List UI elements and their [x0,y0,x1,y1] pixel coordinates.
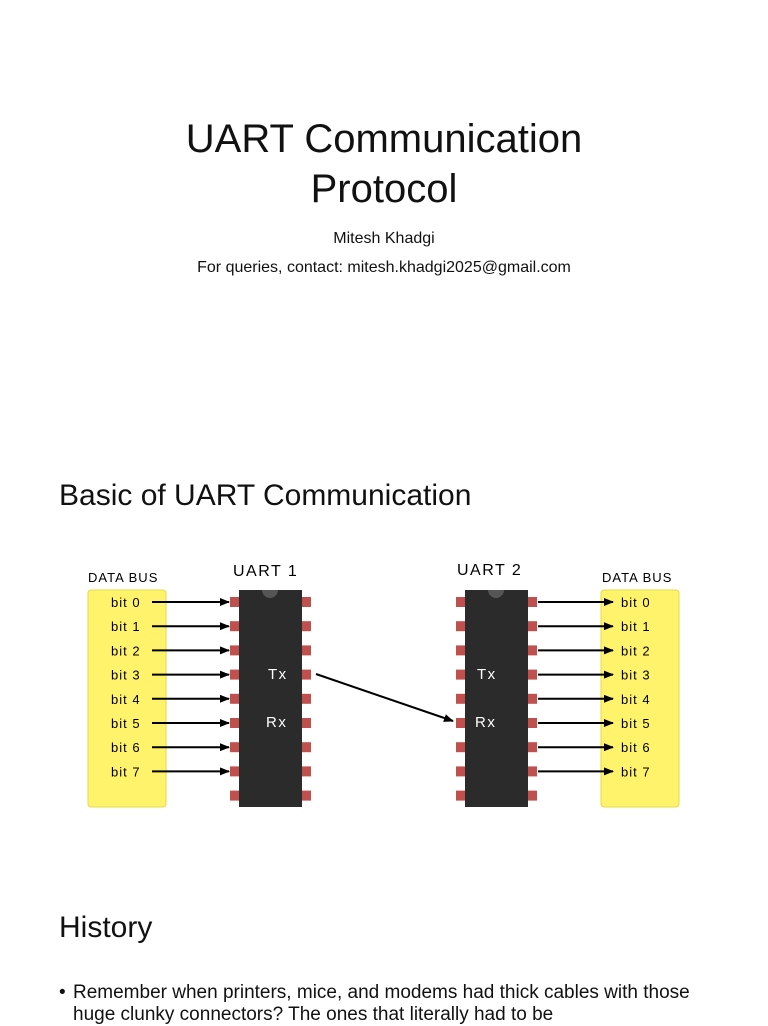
chip-pin [456,718,465,728]
left-bit-label: bit 3 [111,668,141,683]
left-bit-label: bit 6 [111,740,141,755]
tx-to-rx-arrow [315,673,454,722]
chip-pin [528,621,537,632]
chip-pin [302,718,311,728]
left-bit-label: bit 5 [111,716,141,731]
title-line-2: Protocol [310,167,458,211]
chip-pin [230,742,239,753]
chip-pin [456,693,465,704]
uart2-chip [456,590,537,807]
right-bit-label: bit 2 [621,643,651,658]
chip-pin [230,597,239,607]
chip-pin [528,790,537,801]
uart1-rx-label: Rx [266,714,287,731]
chip-pin [302,597,311,607]
uart-diagram: DATA BUS DATA BUS UART 1 UART 2 Tx Rx Tx… [87,562,680,808]
page-title: UART Communication Protocol [0,114,768,214]
chip-pin [528,669,537,680]
chip-pin [528,766,537,777]
chip-pin [456,790,465,801]
left-bit-label: bit 7 [111,764,141,779]
chip-pin [230,790,239,801]
title-line-1: UART Communication [185,117,583,161]
contact-line: For queries, contact: mitesh.khadgi2025@… [197,259,571,276]
chip-pin [302,645,311,656]
history-slide: History • Remember when printers, mice, … [0,864,768,1026]
uart2-label: UART 2 [457,562,522,579]
chip-pin [302,669,311,680]
right-bit-label: bit 0 [621,595,651,610]
left-bit-label: bit 1 [111,619,141,634]
chip-pin [528,597,537,607]
chip-pin [230,693,239,704]
left-bus-label: DATA BUS [88,570,158,585]
chip-pin [302,790,311,801]
chip-pin [230,718,239,728]
uart1-tx-label: Tx [268,666,288,683]
chip-pin [456,766,465,777]
chip-pin [528,645,537,656]
right-bit-label: bit 6 [621,740,651,755]
chip-pin [528,742,537,753]
chip-pin [456,669,465,680]
bullet-dot-icon: • [59,982,66,1003]
right-bit-label: bit 4 [621,692,651,707]
uart1-label: UART 1 [233,563,298,580]
right-bit-label: bit 5 [621,716,651,731]
chip-pin [230,621,239,632]
uart2-rx-label: Rx [475,714,496,731]
left-bit-label: bit 2 [111,643,141,658]
chip-pin [302,693,311,704]
basic-slide: Basic of UART Communication DATA BUS DAT… [0,432,768,864]
chip-pin [456,597,465,607]
uart1-chip [230,590,311,807]
right-bit-label: bit 3 [621,668,651,683]
chip-pin [528,693,537,704]
chip-pin [230,766,239,777]
slide-heading: History [59,911,153,944]
left-bit-label: bit 4 [111,692,141,707]
chip-pin [456,621,465,632]
chip-pin [230,669,239,680]
chip-pin [230,645,239,656]
chip-pin [302,766,311,777]
history-bullet: • Remember when printers, mice, and mode… [59,982,719,1026]
chip-pin [456,742,465,753]
right-bit-label: bit 1 [621,619,651,634]
right-bit-label: bit 7 [621,764,651,779]
slide-heading: Basic of UART Communication [59,479,472,512]
right-bus-label: DATA BUS [602,570,672,585]
chip-pin [528,718,537,728]
chip-pin [302,621,311,632]
bullet-text: Remember when printers, mice, and modems… [73,982,690,1025]
left-bit-label: bit 0 [111,595,141,610]
uart2-tx-label: Tx [477,666,497,683]
chip-pin [456,645,465,656]
title-slide: UART Communication Protocol Mitesh Khadg… [0,0,768,432]
chip-pin [302,742,311,753]
author-name: Mitesh Khadgi [333,230,435,247]
